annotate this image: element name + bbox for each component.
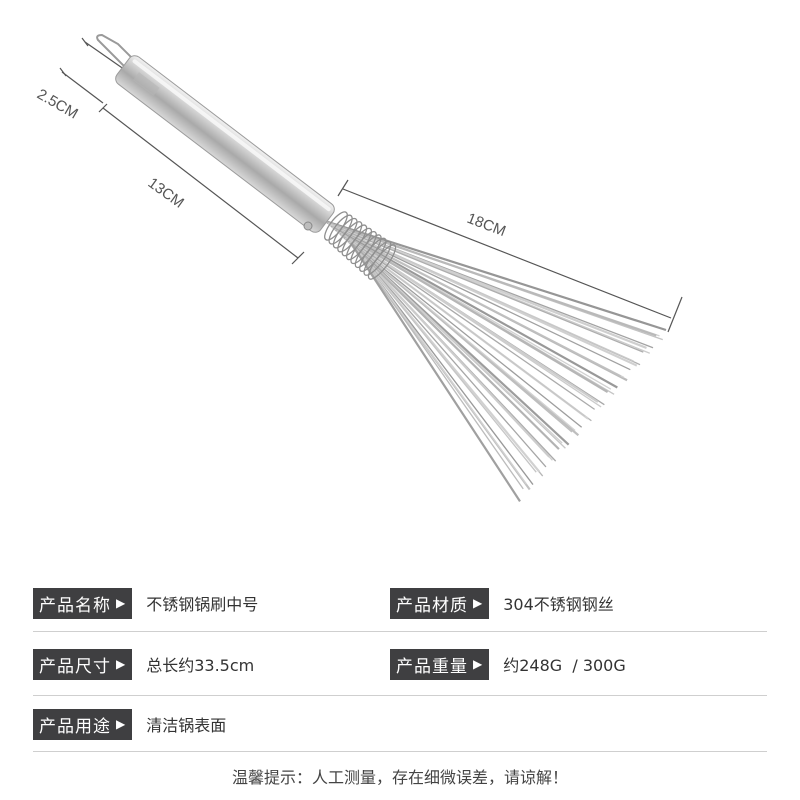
spec-label-usage: 产品用途▶ (33, 708, 133, 740)
row-divider (33, 631, 767, 632)
brush-handle (115, 55, 335, 233)
spec-label-weight: 产品重量▶ (390, 648, 490, 680)
spec-label-material: 产品材质▶ (390, 587, 490, 619)
spec-value-material: 304不锈钢钢丝 (503, 595, 614, 614)
spec-row-3: 产品用途▶ 清洁锅表面 (33, 697, 767, 751)
dimension-label-bristle-length: 18CM (465, 210, 508, 240)
spec-row-1: 产品名称▶ 不锈钢锅刷中号 产品材质▶ 304不锈钢钢丝 (33, 576, 767, 630)
spec-value-usage: 清洁锅表面 (146, 716, 227, 735)
spec-label-size: 产品尺寸▶ (33, 648, 133, 680)
spec-value-name: 不锈钢锅刷中号 (146, 595, 259, 614)
coil-spring (324, 211, 397, 280)
spec-value-size: 总长约33.5cm (146, 656, 255, 675)
handle-rivet (303, 221, 313, 231)
steel-bristles (324, 219, 667, 502)
spec-value-weight: 约248G / 300G (503, 656, 626, 675)
spec-row-2: 产品尺寸▶ 总长约33.5cm 产品重量▶ 约248G / 300G (33, 637, 767, 691)
dimension-lines (59, 37, 683, 333)
spec-label-name: 产品名称▶ (33, 587, 133, 619)
dimension-label-handle-length: 13CM (145, 174, 187, 211)
row-divider (33, 751, 767, 752)
row-divider (33, 695, 767, 696)
hanging-loop (96, 33, 139, 71)
product-image: 2.5CM 13CM 18CM (34, 33, 683, 502)
measurement-note: 温馨提示：人工测量，存在细微误差，请谅解！ (231, 768, 568, 787)
dimension-label-handle-diameter: 2.5CM (34, 86, 81, 123)
